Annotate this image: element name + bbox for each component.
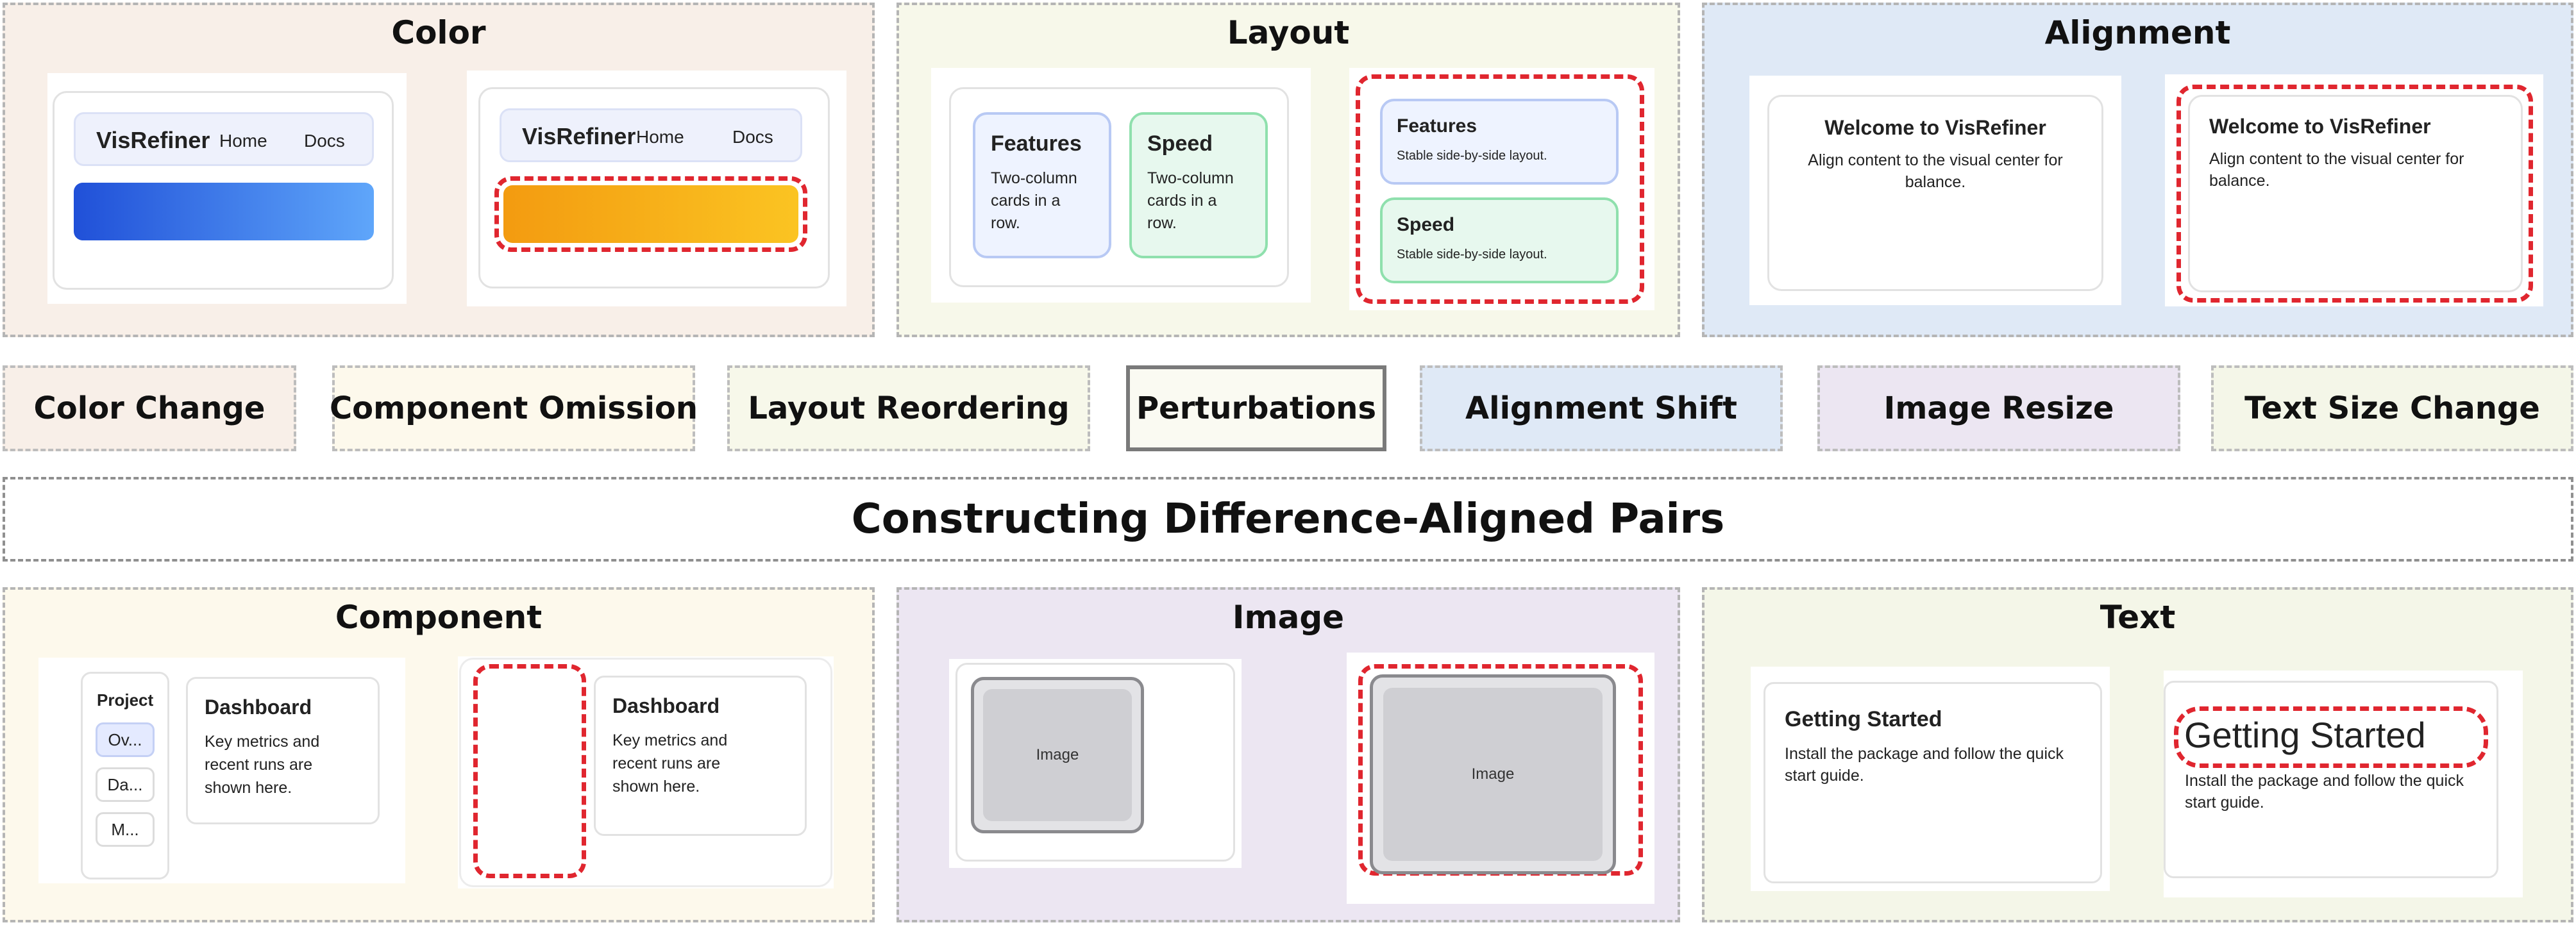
component-perturbed-screenshot: Dashboard Key metrics and recent runs ar… [458,656,834,888]
getting-started-card: Getting Started Install the package and … [1764,682,2102,883]
chip-perturbations: Perturbations [1126,365,1386,451]
chip-alignment-shift: Alignment Shift [1420,365,1783,451]
panel-color: Color VisRefiner Home Docs VisRefiner Ho… [3,3,875,337]
image-placeholder-resized: Image [1370,674,1616,874]
sidebar-item-metrics[interactable]: M... [96,812,155,847]
panel-image: Image Image Image [897,587,1680,922]
welcome-heading: Welcome to VisRefiner [2209,115,2431,138]
getting-started-body: Install the package and follow the quick… [1785,745,2064,785]
getting-started-card: Install the package and follow the quick… [2164,681,2498,878]
sidebar: Project Ov... Da... M... [81,672,169,879]
text-perturbed-screenshot: Install the package and follow the quick… [2164,671,2523,897]
panel-title: Alignment [2044,14,2231,51]
feature-card-speed: Speed Two-column cards in a row. [1129,112,1268,258]
dashboard-body: Key metrics and recent runs are shown he… [205,733,320,797]
chip-layout-reordering: Layout Reordering [727,365,1090,451]
color-perturbed-card: VisRefiner Home Docs [478,87,830,288]
color-original-card: VisRefiner Home Docs [53,91,394,290]
feature-title: Features [1397,115,1477,137]
panel-component: Component Project Ov... Da... M... Dashb… [3,587,875,922]
panel-title: Component [335,599,543,636]
brand-name: VisRefiner [522,123,636,149]
getting-started-heading-enlarged: Getting Started [2184,715,2426,755]
alignment-original-screenshot: Welcome to VisRefiner Align content to t… [1749,76,2121,305]
panel-title: Image [1232,599,1345,636]
layout-original-screenshot: Features Two-column cards in a row. Spee… [931,68,1311,303]
alignment-perturbed-screenshot: Welcome to VisRefiner Align content to t… [2165,74,2543,306]
difference-highlight [2176,85,2533,303]
banner-title: Constructing Difference-Aligned Pairs [3,477,2573,562]
panel-title: Text [2100,599,2176,636]
dashboard-title: Dashboard [205,696,312,719]
dashboard-card: Dashboard Key metrics and recent runs ar… [186,677,380,824]
sidebar-item-overview[interactable]: Ov... [96,722,155,757]
welcome-card: Welcome to VisRefiner Align content to t… [2188,95,2523,292]
image-perturbed-screenshot: Image [1347,653,1654,904]
sidebar-item-dashboard[interactable]: Da... [96,767,155,802]
feature-body: Two-column cards in a row. [991,169,1077,232]
welcome-heading: Welcome to VisRefiner [1824,116,2046,139]
feature-title: Speed [1397,214,1455,235]
feature-card-speed: Speed Stable side-by-side layout. [1380,197,1619,283]
dashboard-card: Dashboard Key metrics and recent runs ar… [594,676,807,836]
brand-name: VisRefiner [96,127,210,153]
hero-banner-blue [74,183,374,240]
sidebar-title: Project [97,690,154,710]
chip-image-resize: Image Resize [1817,365,2180,451]
getting-started-heading: Getting Started [1785,707,1942,731]
nav-link-docs: Docs [304,131,345,151]
image-label: Image [983,689,1132,821]
navbar: VisRefiner Home Docs [74,112,374,166]
component-original-screenshot: Project Ov... Da... M... Dashboard Key m… [38,658,405,883]
difference-highlight [494,176,807,252]
chip-component-omission: Component Omission [330,365,698,451]
feature-body: Stable side-by-side layout. [1397,149,1547,163]
feature-card-features: Features Stable side-by-side layout. [1380,99,1619,185]
hero-banner-orange [503,185,798,243]
layout-original-card: Features Two-column cards in a row. Spee… [949,87,1289,287]
color-original-screenshot: VisRefiner Home Docs [47,73,407,304]
difference-highlight [2174,706,2488,768]
nav-link-docs: Docs [732,127,773,147]
color-perturbed-screenshot: VisRefiner Home Docs [467,71,846,306]
nav-link-home: Home [219,131,267,151]
feature-title: Speed [1147,131,1213,156]
image-placeholder: Image [971,677,1144,833]
image-label: Image [1383,688,1603,861]
getting-started-body: Install the package and follow the quick… [2185,772,2464,812]
panel-alignment: Alignment Welcome to VisRefiner Align co… [1702,3,2573,337]
dashboard-title: Dashboard [612,694,720,717]
welcome-body: Align content to the visual center for b… [1808,151,2063,191]
feature-body: Two-column cards in a row. [1147,169,1234,232]
feature-title: Features [991,131,1082,156]
welcome-body: Align content to the visual center for b… [2209,150,2464,190]
welcome-card: Welcome to VisRefiner Align content to t… [1767,95,2103,291]
feature-body: Stable side-by-side layout. [1397,247,1547,262]
difference-highlight [1356,74,1644,304]
nav-link-home: Home [636,127,684,147]
image-original-screenshot: Image [949,659,1242,868]
difference-highlight-omitted-sidebar [473,664,586,878]
panel-layout: Layout Features Two-column cards in a ro… [897,3,1680,337]
panel-title: Color [391,14,486,51]
panel-title: Layout [1227,14,1350,51]
feature-card-features: Features Two-column cards in a row. [973,112,1111,258]
text-original-screenshot: Getting Started Install the package and … [1751,667,2110,891]
chip-text-size-change: Text Size Change [2211,365,2573,451]
chip-color-change: Color Change [3,365,296,451]
dashboard-body: Key metrics and recent runs are shown he… [612,731,728,796]
layout-perturbed-screenshot: Features Stable side-by-side layout. Spe… [1349,68,1654,310]
panel-text: Text Getting Started Install the package… [1702,587,2573,922]
navbar: VisRefiner Home Docs [500,108,802,162]
